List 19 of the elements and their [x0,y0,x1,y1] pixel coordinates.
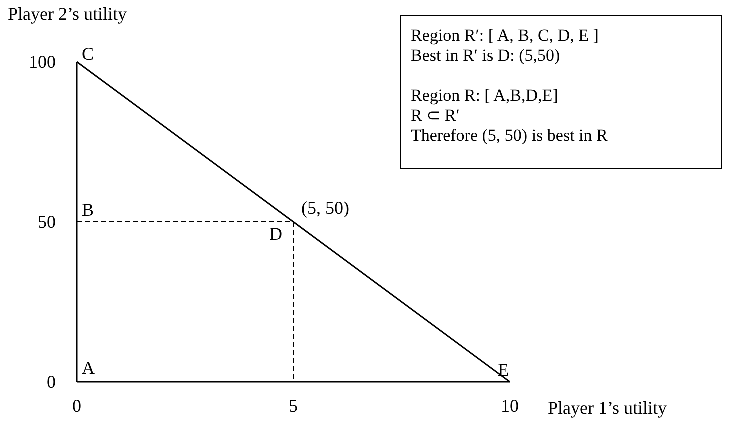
point-label: C [82,44,94,64]
text-box [400,15,722,169]
note-text: Region R: [ A,B,D,E] [411,86,560,106]
point-label: (5, 50) [302,198,350,218]
tick-label: 0 [47,372,56,392]
tick-label: 100 [29,52,56,72]
point-label: A [82,358,95,378]
tick-label: 0 [72,396,82,416]
note-text: Therefore (5, 50) is best in R [411,126,609,146]
tick-label: 10 [501,396,519,416]
note-text: Best in R′ is D: (5,50) [411,46,562,66]
axis-label: Player 2’s utility [8,4,127,24]
tick-label: 5 [289,396,298,416]
note-text: R ⊂ R′ [411,106,461,126]
point-label: D [270,224,282,244]
point-label: B [82,200,94,220]
tick-label: 50 [38,212,56,232]
axis-label: Player 1’s utility [548,398,667,418]
note-text: Region R′: [ A, B, C, D, E ] [411,26,600,46]
